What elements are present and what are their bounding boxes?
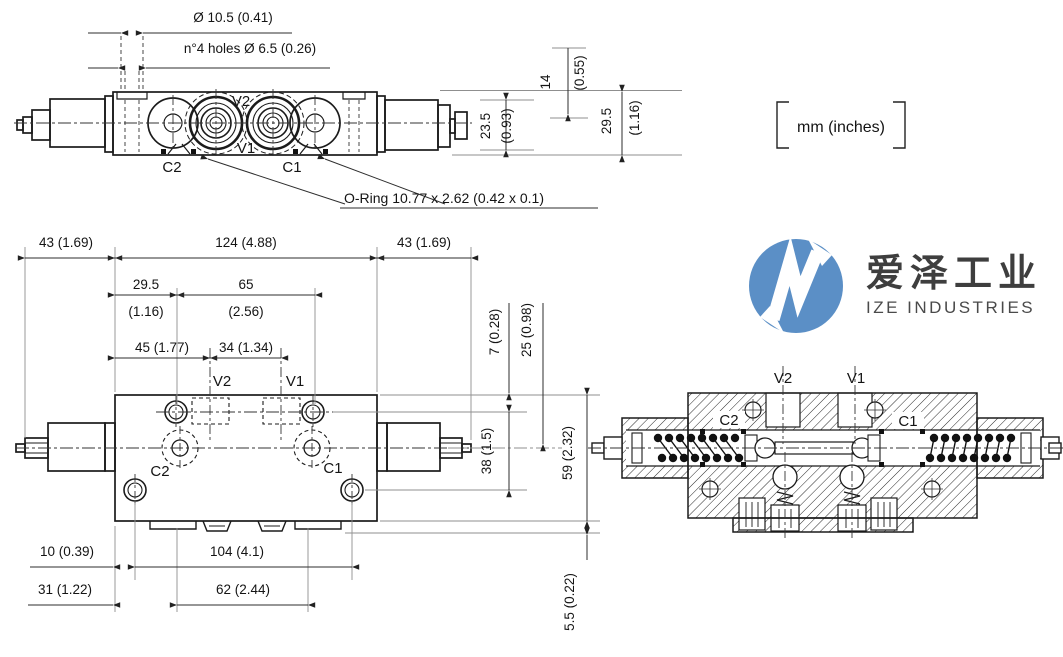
dim-29-5-mm: 29.5 — [599, 108, 614, 134]
units-box: mm (inches) — [776, 101, 906, 149]
dim-31: 31 (1.22) — [38, 582, 92, 597]
units-bracket-left — [776, 101, 789, 149]
dim-38: 38 (1.5) — [479, 428, 494, 475]
front-port-c1-label: C1 — [323, 460, 342, 477]
dim-65-in: (2.56) — [228, 304, 263, 319]
section-view-drawing: V2 V1 C2 C1 — [588, 366, 1063, 540]
front-port-v1-label: V1 — [286, 373, 304, 390]
c2-label-bg — [713, 411, 745, 428]
front-view-holes — [123, 397, 364, 502]
logo-english-name: IZE INDUSTRIES — [866, 298, 1036, 318]
top-view-ref-lines — [440, 47, 682, 156]
oring-dots — [700, 429, 925, 467]
units-bracket-right — [893, 101, 906, 149]
section-port-v1-label: V1 — [847, 370, 865, 387]
front-view-dim-lines — [17, 255, 590, 608]
top-port-v2-label: V2 — [232, 93, 250, 110]
dim-34: 34 (1.34) — [219, 340, 273, 355]
units-label: mm (inches) — [797, 119, 885, 136]
dim-29-5-front-mm: 29.5 — [133, 277, 159, 292]
top-view-drawing: Ø 10.5 (0.41) n°4 holes Ø 6.5 (0.26) V2 … — [14, 10, 682, 209]
section-port-c2-label: C2 — [719, 412, 738, 429]
dim-7: 7 (0.28) — [487, 309, 502, 356]
top-view-centerlines — [14, 36, 472, 157]
dim-43-left: 43 (1.69) — [39, 235, 93, 250]
logo-notch-top — [808, 239, 832, 266]
top-port-c2-label: C2 — [162, 159, 181, 176]
dim-124: 124 (4.88) — [215, 235, 277, 250]
dim-counterbore: Ø 10.5 (0.41) — [193, 10, 273, 25]
front-view-ref-lines — [24, 247, 600, 612]
dim-10: 10 (0.39) — [40, 544, 94, 559]
dim-45: 45 (1.77) — [135, 340, 189, 355]
dim-14-in: (0.55) — [572, 55, 587, 90]
top-view-dim-lines — [88, 30, 625, 209]
logo-chinese-name: 爱泽工业 — [866, 252, 1043, 295]
dim-29-5-front-in: (1.16) — [128, 304, 163, 319]
section-port-v2-label: V2 — [774, 370, 792, 387]
oring-note: O-Ring 10.77 x 2.62 (0.42 x 0.1) — [344, 190, 544, 206]
front-view-centerlines — [16, 348, 472, 506]
ize-logo: 爱泽工业 IZE INDUSTRIES — [746, 236, 1042, 336]
dim-25: 25 (0.98) — [519, 303, 534, 357]
ize-logo-text: 爱泽工业 IZE INDUSTRIES — [866, 252, 1043, 319]
right-spring — [925, 433, 1016, 463]
logo-n-glyph — [766, 236, 824, 322]
front-view-body-outline — [15, 394, 472, 532]
front-view-drawing: 43 (1.69) 124 (4.88) 43 (1.69) 29.5 65 (… — [15, 235, 600, 631]
logo-notch-bottom — [760, 306, 784, 333]
ize-logo-mark — [749, 236, 843, 333]
top-port-c1-label: C1 — [282, 159, 301, 176]
section-centerlines — [588, 366, 1063, 540]
c1-label-bg — [892, 412, 924, 429]
top-view-body-outline — [16, 91, 468, 156]
dim-62: 62 (2.44) — [216, 582, 270, 597]
dim-29-5-in: (1.16) — [627, 100, 642, 135]
top-port-v1-label: V1 — [237, 140, 255, 157]
section-port-c1-label: C1 — [898, 413, 917, 430]
dim-59: 59 (2.32) — [560, 426, 575, 480]
dim-65-mm: 65 — [238, 277, 253, 292]
dim-104: 104 (4.1) — [210, 544, 264, 559]
dim-5-5: 5.5 (0.22) — [562, 573, 577, 631]
dim-holes-note: n°4 holes Ø 6.5 (0.26) — [184, 41, 316, 56]
front-port-c2-label: C2 — [150, 463, 169, 480]
front-port-v2-label: V2 — [213, 373, 231, 390]
dim-23-5-mm: 23.5 — [478, 113, 493, 139]
dim-14-mm: 14 — [538, 74, 553, 90]
dim-23-5-in: (0.93) — [499, 108, 514, 143]
dim-43-right: 43 (1.69) — [397, 235, 451, 250]
